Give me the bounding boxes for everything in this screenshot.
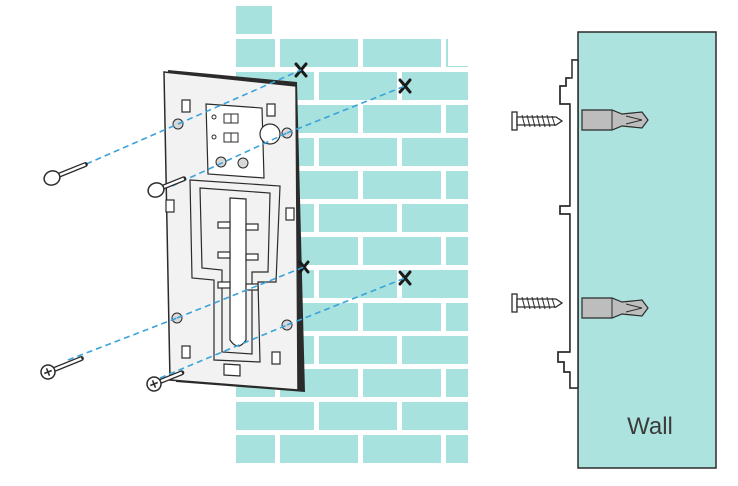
screws <box>40 162 187 392</box>
brick <box>402 72 468 100</box>
screw-icon <box>40 356 84 380</box>
brick <box>319 6 397 34</box>
brick <box>363 237 441 265</box>
brick <box>236 39 275 67</box>
brick <box>280 435 358 463</box>
brick <box>319 270 397 298</box>
brick <box>446 303 468 331</box>
brick <box>446 237 468 265</box>
brick <box>446 105 468 133</box>
brick <box>446 435 468 463</box>
brick <box>446 171 468 199</box>
wall-anchor-icon <box>581 297 649 319</box>
brick <box>402 204 468 232</box>
brick <box>363 369 441 397</box>
brick <box>363 105 441 133</box>
wall-anchor-icon <box>581 109 649 131</box>
wall-block <box>577 31 717 469</box>
x-mark-icon <box>398 270 412 286</box>
x-mark-icon <box>398 78 412 94</box>
brick <box>446 39 468 67</box>
brick <box>402 402 468 430</box>
brick <box>402 138 468 166</box>
brick <box>363 39 441 67</box>
brick <box>446 369 468 397</box>
brick <box>402 336 468 364</box>
brick <box>319 72 397 100</box>
screw-icon <box>43 162 88 186</box>
screw-icon <box>511 111 564 131</box>
brick <box>402 270 468 298</box>
screw-icon <box>146 370 185 392</box>
screw-icon <box>147 176 187 198</box>
side-view: Wall <box>511 31 717 469</box>
brick <box>236 435 275 463</box>
mounting-plate <box>163 70 305 392</box>
brick <box>319 336 397 364</box>
x-mark-icon <box>298 260 310 274</box>
brick <box>236 6 314 34</box>
brick <box>319 204 397 232</box>
brick <box>319 402 397 430</box>
screw-icon <box>511 293 564 313</box>
brick <box>363 435 441 463</box>
brick <box>236 402 314 430</box>
brick <box>319 138 397 166</box>
brick <box>402 6 468 34</box>
brick <box>363 303 441 331</box>
brick <box>363 171 441 199</box>
wall-label: Wall <box>627 413 673 440</box>
brick <box>280 39 358 67</box>
